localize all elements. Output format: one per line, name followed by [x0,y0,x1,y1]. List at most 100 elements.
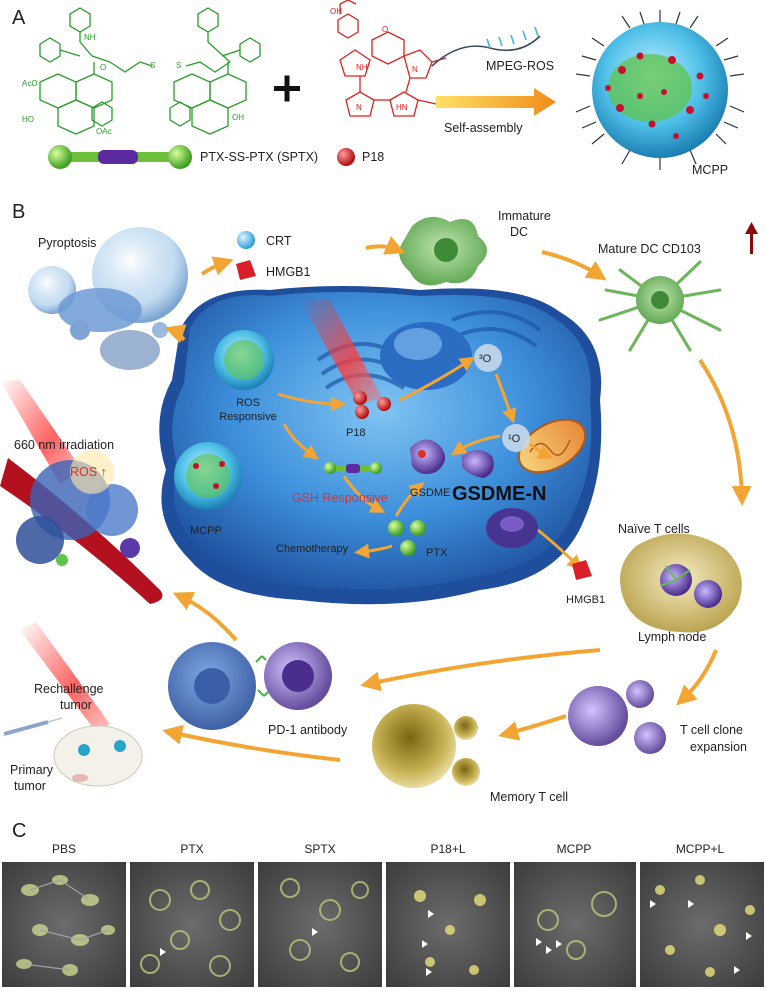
arrowhead-icon [556,940,562,948]
arrowhead-icon [546,946,552,954]
mouse-model-icon [3,717,143,787]
chem-label: S [176,61,181,70]
memory-t-label: Memory T cell [490,790,568,804]
mcpp-particle-lower [174,442,242,510]
arrowhead-icon [650,900,656,908]
gsdme-n-protein-icon [462,450,494,478]
arrowhead-icon [312,928,318,936]
chem-label: NH [356,63,368,72]
panel-a-letter: A [12,7,26,29]
panel-a: A [12,0,745,177]
crt-label: CRT [266,234,292,248]
immature-dc-label-1: Immature [498,209,551,223]
sptx-label: PTX-SS-PTX (SPTX) [200,150,318,164]
micrograph-mcpp [514,862,636,987]
chem-label: O [382,25,388,34]
primary-line-2: tumor [14,779,46,793]
pd1-label: PD-1 antibody [268,723,348,737]
arrowhead-icon [426,968,432,976]
naive-t-label: Naïve T cells [618,522,690,536]
p18-atom-labels: OH O NH N N HN [330,7,418,112]
t-clone-line-1: T cell clone [680,723,743,737]
memory-t-cells [372,704,480,788]
crt-icon [237,231,255,249]
p18-balls [353,391,391,419]
irradiation-label: 660 nm irradiation [14,438,114,452]
gsdme-n-label: GSDME-N [452,483,546,505]
mature-dc-label: Mature DC CD103 [598,242,701,256]
triplet-oxygen-icon [474,344,502,372]
arrowhead-icon [746,932,752,940]
p18-label: P18 [362,150,384,164]
chem-label: S [150,61,155,70]
lymph-node-label: Lymph node [638,630,706,644]
chem-label: N [356,103,362,112]
chemotherapy-label: Chemotherapy [276,543,349,555]
micrograph-title: MCPP [557,842,592,856]
hmgb1-top-label: HMGB1 [266,265,311,279]
gsdme-label: GSDME [410,487,450,499]
chem-label: NH [84,33,96,42]
arrowhead-icon [734,966,740,974]
chem-label: O [100,63,106,72]
chem-label: N [412,65,418,74]
ros-responsive-line-1: ROS [236,397,260,409]
p18-label-b: P18 [346,427,366,439]
micrograph-ptx [130,862,254,987]
rechallenge-line-1: Rechallenge [34,682,104,696]
cycle-arrows [162,236,752,762]
oxygen-label-1: ³O [479,353,492,365]
micrograph-title: PTX [180,842,203,856]
chem-label: OH [232,113,244,122]
ros-up-label: ROS ↑ [70,465,107,479]
micrograph-title: P18+L [430,842,465,856]
hmgb1-icon-bottom [572,560,592,580]
chem-label: OH [330,7,342,16]
mpeg-ros-label: MPEG-ROS [486,59,554,73]
arrowhead-icon [422,940,428,948]
panel-b-letter: B [12,201,25,223]
hmgb1-icon [236,260,256,280]
t-clone-line-2: expansion [690,740,747,754]
immature-dc-cell [399,216,487,286]
arrowhead-icon [536,938,542,946]
chem-label: OAc [96,127,112,136]
hmgb1-bottom-label: HMGB1 [566,594,605,606]
mcpp-label-b: MCPP [190,525,222,537]
self-assembly-label: Self-assembly [444,121,523,135]
ptx-label: PTX [426,547,448,559]
t-cell-pd1-pair [168,642,332,730]
pyroptosis-label: Pyroptosis [38,236,96,250]
t-cell-clone-expansion [568,680,666,754]
panel-b: B Pyroptosis CRT HMGB1 Immature DC [0,201,758,804]
arrowhead-icon [688,900,694,908]
irradiated-tumor [0,450,163,604]
p18-ball-icon [337,148,355,166]
chem-label: AcO [22,79,38,88]
gsdme-pore-icon [486,508,538,548]
upregulation-arrow-icon [745,222,758,254]
chem-label: HO [22,115,34,124]
micrograph-title: PBS [52,842,76,856]
mcpp-particle-upper [214,330,274,390]
arrowhead-icon [428,910,434,918]
ros-responsive-line-2: Responsive [219,411,276,423]
laser-beams [0,300,382,732]
self-assembly-arrow [436,88,556,116]
ptx-balls [388,520,426,556]
pyroptosis-cells [28,227,188,370]
micrograph-pbs [2,862,126,987]
lymph-node [620,533,742,633]
mature-dc-cell [598,260,722,352]
tumor-cell [159,286,602,605]
mcpp-label-a: MCPP [692,163,728,177]
immature-dc-label-2: DC [510,225,528,239]
panel-c: C PBS PTX SPTX P18+L MCPP MCPP+L [2,820,764,987]
sptx-structure [39,7,261,135]
gsh-responsive-label: GSH Responsive [292,491,388,505]
gsdme-protein-icon [410,439,446,474]
sptx-atom-labels: NH O S S AcO HO OAc OH [22,33,244,136]
p18-structure [337,0,447,117]
primary-line-1: Primary [10,763,54,777]
